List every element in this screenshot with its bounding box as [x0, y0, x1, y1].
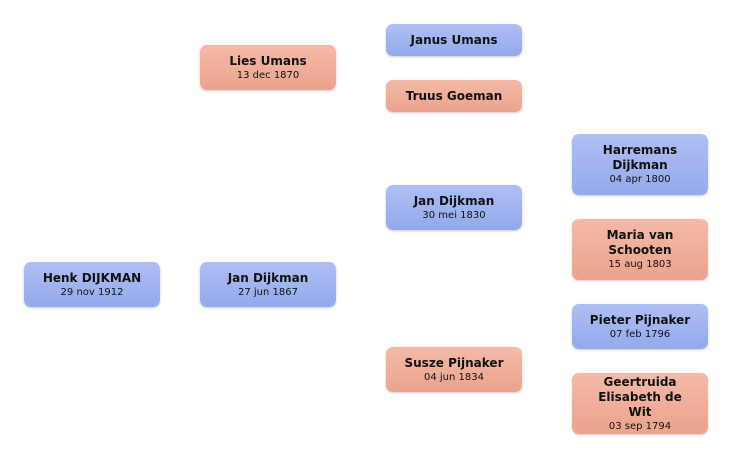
person-birth-date: 27 jun 1867	[238, 286, 298, 298]
person-birth-date: 30 mei 1830	[422, 209, 486, 221]
person-node-henk-dijkman[interactable]: Henk DIJKMAN 29 nov 1912	[24, 262, 160, 307]
person-name: Maria van Schooten	[606, 228, 674, 257]
person-birth-date: 04 jun 1834	[424, 371, 484, 383]
person-name: Geertruida Elisabeth de Wit	[598, 374, 682, 419]
person-name: Henk DIJKMAN	[42, 270, 142, 285]
person-node-harremans-dijkman[interactable]: Harremans Dijkman 04 apr 1800	[572, 134, 708, 195]
person-node-jan-dijkman-1867[interactable]: Jan Dijkman 27 jun 1867	[200, 262, 336, 307]
person-name: Janus Umans	[410, 32, 498, 47]
person-name: Harremans Dijkman	[602, 143, 678, 172]
person-birth-date: 13 dec 1870	[236, 69, 300, 81]
person-node-truus-goeman[interactable]: Truus Goeman	[386, 80, 522, 112]
person-node-susze-pijnaker[interactable]: Susze Pijnaker 04 jun 1834	[386, 347, 522, 392]
person-birth-date: 29 nov 1912	[60, 286, 124, 298]
person-name: Susze Pijnaker	[404, 355, 504, 370]
person-name: Jan Dijkman	[227, 270, 309, 285]
person-birth-date: 07 feb 1796	[609, 328, 671, 340]
person-name: Lies Umans	[229, 53, 307, 68]
person-node-jan-dijkman-1830[interactable]: Jan Dijkman 30 mei 1830	[386, 185, 522, 230]
person-node-maria-van-schooten[interactable]: Maria van Schooten 15 aug 1803	[572, 219, 708, 280]
person-node-pieter-pijnaker[interactable]: Pieter Pijnaker 07 feb 1796	[572, 304, 708, 349]
person-name: Jan Dijkman	[413, 193, 495, 208]
person-birth-date: 03 sep 1794	[608, 420, 672, 432]
person-node-lies-umans[interactable]: Lies Umans 13 dec 1870	[200, 45, 336, 90]
person-name: Truus Goeman	[405, 88, 503, 103]
person-birth-date: 15 aug 1803	[608, 259, 672, 270]
person-name: Pieter Pijnaker	[589, 312, 691, 327]
person-node-geertruida-de-wit[interactable]: Geertruida Elisabeth de Wit 03 sep 1794	[572, 373, 708, 434]
person-birth-date: 04 apr 1800	[609, 174, 671, 185]
person-node-janus-umans[interactable]: Janus Umans	[386, 24, 522, 56]
